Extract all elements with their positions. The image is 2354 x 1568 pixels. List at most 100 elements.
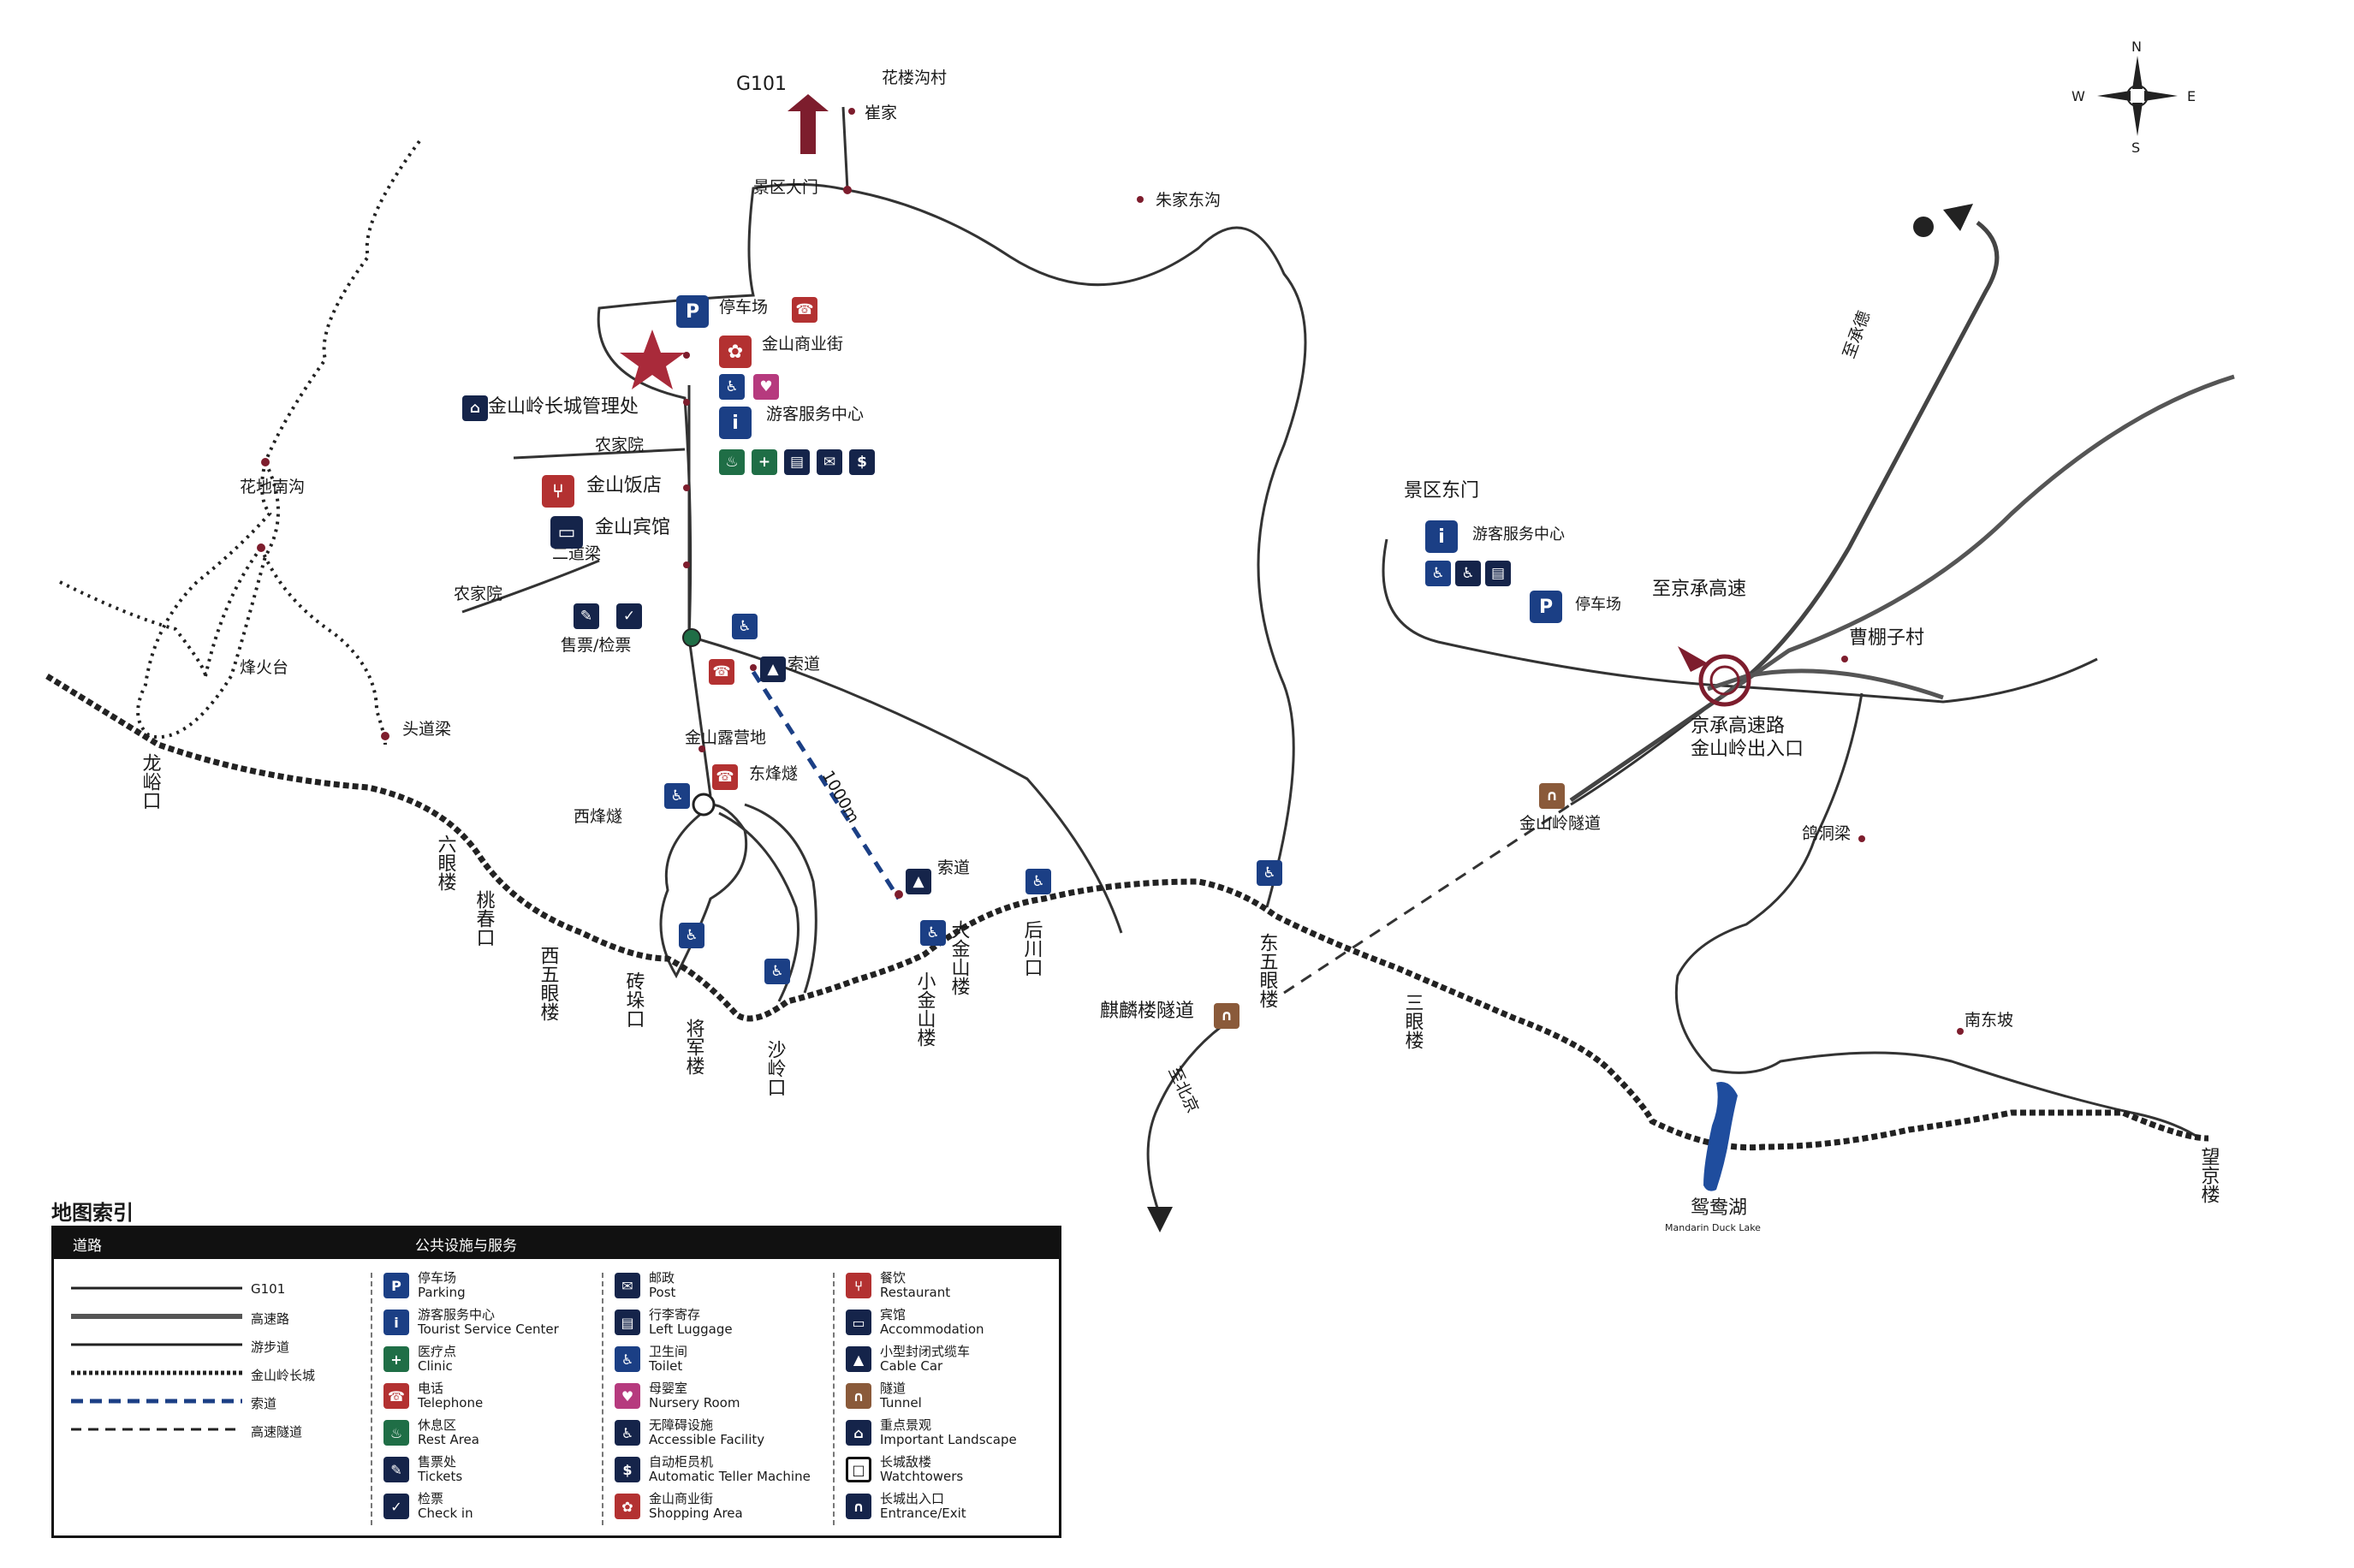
nursery-icon: ♥ [615, 1383, 640, 1409]
nongjiayuan-2-label: 农家院 [454, 585, 502, 603]
scenic-gate-label: 景区大门 [753, 178, 818, 197]
roads [461, 106, 2201, 1140]
compass-s: S [2131, 140, 2140, 156]
accessible-icon: ♿ [615, 1420, 640, 1446]
clinic-icon: + [383, 1346, 409, 1372]
dajinshan-label: 大金山楼 [948, 920, 971, 995]
expressway [1569, 221, 2235, 803]
luggage-icon: ▤ [615, 1310, 640, 1335]
xiaojinshan-label: 小金山楼 [914, 971, 936, 1047]
zhuandokou-label: 砖垛口 [623, 971, 645, 1028]
compass-w: W [2072, 88, 2085, 104]
jinshanling-tunnel-label: 金山岭隧道 [1519, 814, 1601, 833]
houchuankou-label: 后川口 [1021, 920, 1043, 977]
wangjing-label: 望京楼 [2198, 1147, 2220, 1203]
telephone-icon: ☎ [383, 1383, 409, 1409]
telephone-icon: ☎ [792, 297, 817, 323]
cuijia-label: 崔家 [865, 104, 897, 122]
fenghuotai-label: 烽火台 [240, 658, 288, 677]
road-camp-right2 [744, 803, 817, 994]
shalingkou-label: 沙岭口 [764, 1040, 787, 1096]
road-erdaoliang [461, 559, 600, 614]
to-beijing-label: 至北京 [1164, 1064, 1202, 1116]
restaurant-icon: ⑂ [846, 1273, 871, 1298]
legend-road-trail: 游步道 [251, 1339, 290, 1355]
longyukou-label: 龙峪口 [140, 753, 162, 810]
gedongliang-label: 鸽洞梁 [1802, 824, 1851, 843]
great-wall [45, 674, 2209, 1151]
dongfengsui-label: 东烽燧 [749, 764, 798, 783]
erdaoliang-label: 二道梁 [552, 544, 601, 563]
toilet-icon-5: ♿ [764, 959, 790, 984]
shopping-icon: ✿ [719, 336, 752, 368]
road-to-beijing [1146, 1017, 1233, 1216]
jinshan-hotel-label: 金山宾馆 [595, 517, 670, 538]
huadinangou-label: 花地南沟 [240, 478, 305, 496]
expressway-exit-label-2: 金山岭出入口 [1691, 739, 1804, 760]
check-in-icon: ✓ [616, 603, 642, 629]
legend-road-expressway: 高速路 [251, 1311, 290, 1327]
nandongpo-label: 南东坡 [1965, 1011, 2013, 1030]
toudaoliang-label: 头道梁 [402, 720, 451, 739]
legend-road-tunnel: 高速隧道 [251, 1424, 303, 1440]
shopping-label: 金山商业街 [762, 335, 843, 353]
sanyan-label: 三眼楼 [1402, 993, 1424, 1049]
qilin-tunnel-label: 麒麟楼隧道 [1100, 1001, 1194, 1022]
toilet-icon-7: ♿ [1025, 869, 1051, 894]
tickets-icon: ✎ [574, 603, 599, 629]
cableway-label-1: 索道 [788, 655, 820, 674]
to-chengde-label: 至承德 [1840, 309, 1874, 361]
entrance-icon: ∩ [846, 1494, 871, 1519]
east-gate-label: 景区东门 [1404, 480, 1479, 502]
cable-car-icon-2: ▲ [906, 869, 931, 894]
tickets-label: 售票/检票 [561, 636, 631, 655]
expressway-exit-label-1: 京承高速路 [1691, 716, 1785, 737]
jiangjun-label: 将军楼 [683, 1019, 705, 1075]
legend-road-header: 道路 [73, 1237, 102, 1255]
info-icon: i [383, 1310, 409, 1335]
parking-icon: P [676, 295, 709, 328]
tunnel-icon: ∩ [846, 1383, 871, 1409]
info-icon-2: i [1425, 520, 1458, 553]
arrow-to-chengde [1913, 204, 1973, 237]
legend-road-samples [71, 1286, 242, 1431]
tunnel-icon-2: ∩ [1539, 783, 1565, 809]
clinic-icon: + [752, 449, 777, 475]
hiking-trails [59, 140, 421, 745]
shopping-icon: ✿ [615, 1494, 640, 1519]
road-camp-right [718, 811, 800, 1002]
road-g101 [841, 106, 849, 191]
tickets-icon: ✎ [383, 1457, 409, 1482]
road-south-east [1674, 692, 2201, 1140]
road-camp-loop [659, 803, 748, 979]
nongjiayuan-1-label: 农家院 [595, 436, 644, 454]
atm-icon: $ [615, 1457, 640, 1482]
cable-car-icon: ▲ [846, 1346, 871, 1372]
toilet-icon-9: ♿ [1425, 561, 1451, 586]
mandarin-cn-label: 鸳鸯湖 [1691, 1197, 1747, 1219]
road-main-loop [847, 188, 1307, 908]
accommodation-icon: ▭ [846, 1310, 871, 1335]
mandarin-duck-lake [1703, 1082, 1738, 1191]
caopengzi-label: 曹棚子村 [1849, 627, 1924, 649]
